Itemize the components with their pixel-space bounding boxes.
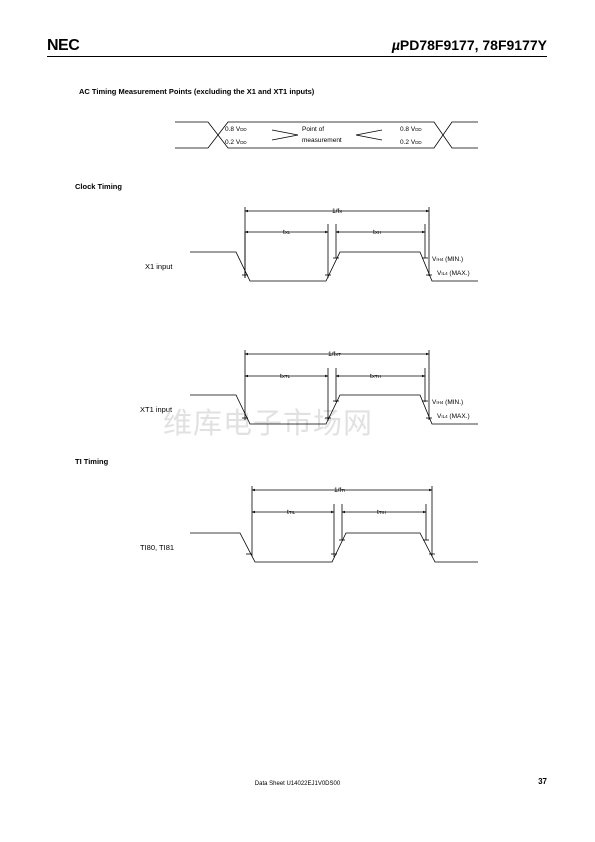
xt1-high-width-label: tXTH — [370, 373, 381, 380]
x1-period-label: 1/fX — [332, 208, 342, 215]
ac-vdd-high-right: 0.8 VDD — [400, 126, 422, 133]
ac-vdd-low-right: 0.2 VDD — [400, 139, 422, 146]
header-rule — [47, 56, 547, 57]
ti-timing-diagram — [190, 486, 478, 563]
document-title: µPD78F9177, 78F9177Y — [392, 37, 547, 53]
point-of-measurement-line1: Point of — [302, 126, 324, 133]
xt1-input-label: XT1 input — [140, 405, 173, 414]
ti-input-label: TI80, TI81 — [140, 543, 175, 552]
xt1-vil-label: VIL4 (MAX.) — [437, 413, 470, 420]
ac-vdd-high-left: 0.8 VDD — [225, 126, 247, 133]
x1-vih-label: VIH4 (MIN.) — [432, 256, 463, 263]
ac-vdd-low-left: 0.2 VDD — [225, 139, 247, 146]
x1-low-width-label: tXL — [283, 229, 291, 236]
clock-timing-heading: Clock Timing — [75, 182, 122, 191]
page-number: 37 — [538, 777, 547, 786]
document-title-text: PD78F9177, 78F9177Y — [399, 37, 547, 53]
x1-timing-diagram — [190, 207, 478, 282]
ac-timing-heading: AC Timing Measurement Points (excluding … — [79, 87, 315, 96]
xt1-period-label: 1/fXT — [328, 351, 341, 358]
xt1-vih-label: VIH4 (MIN.) — [432, 399, 463, 406]
mu-symbol: µ — [391, 37, 400, 53]
xt1-timing-diagram — [190, 350, 478, 425]
x1-input-label: X1 input — [145, 262, 173, 271]
ti-low-width-label: tTIL — [287, 509, 296, 516]
xt1-low-width-label: tXTL — [280, 373, 291, 380]
ti-period-label: 1/fTI — [334, 487, 345, 494]
ti-timing-heading: TI Timing — [75, 457, 109, 466]
point-of-measurement-line2: measurement — [302, 137, 342, 144]
ac-timing-diagram — [175, 121, 478, 149]
x1-high-width-label: tXH — [373, 229, 381, 236]
ti-high-width-label: tTIH — [377, 509, 386, 516]
brand-logo: NEC — [47, 37, 80, 54]
footer-doc-number: Data Sheet U14022EJ1V0DS00 — [254, 781, 341, 787]
watermark: 维库电子市场网 — [163, 406, 374, 440]
x1-vil-label: VIL4 (MAX.) — [437, 270, 470, 277]
